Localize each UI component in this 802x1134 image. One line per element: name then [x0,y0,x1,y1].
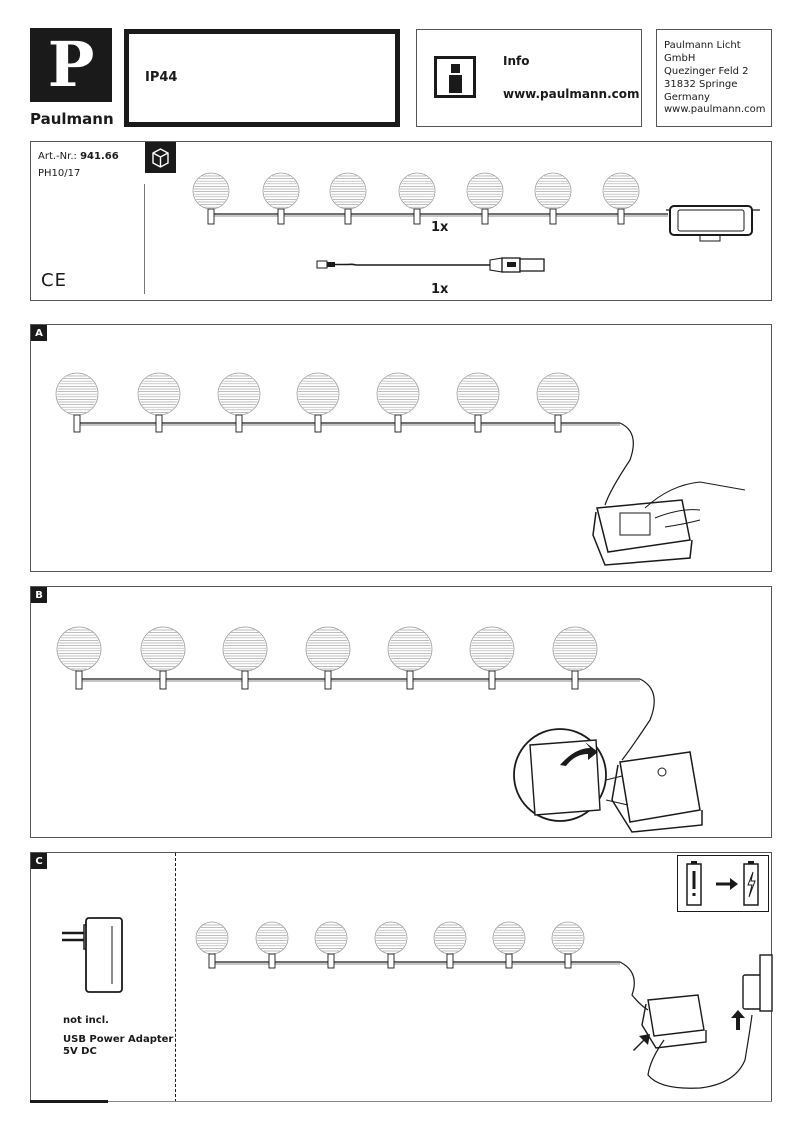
panel-divider [144,184,145,294]
finger-hand [644,481,746,528]
logo-block: P Paulmann [30,28,114,130]
globe-lamp [255,921,289,969]
globe-lamp [376,372,420,433]
battery-box-base [592,511,693,566]
info-url[interactable]: www.paulmann.com [503,87,640,101]
article-value: 941.66 [80,151,119,162]
globe-lamp [492,921,526,969]
step-c-divider [175,853,176,1102]
battery-box-base [641,1003,707,1049]
info-icon [434,56,476,98]
zoom-connector [605,775,629,806]
globe-lamp [552,626,598,690]
slide-arrow [560,742,598,766]
globe-lamp [551,921,585,969]
light-wire-curve [619,961,649,1011]
globe-lamp [536,372,580,433]
globe-lamp [314,921,348,969]
footer-rule [30,1101,772,1102]
qty-string-lights: 1x [431,220,449,235]
company-line-2: Quezinger Feld 2 [664,66,749,77]
step-a-panel [30,324,772,572]
detail-box [529,739,601,816]
usb-adapter [742,974,762,1010]
connect-arrow [633,1034,650,1051]
article-number: Art.-Nr.: 941.66 [38,150,119,163]
company-line-4: Germany [664,92,710,103]
plug-arrow [731,1010,745,1030]
globe-lamp [433,921,467,969]
qty-usb-cable: 1x [431,282,449,297]
ce-mark: CE [41,270,67,291]
step-b-badge: B [31,587,47,603]
battery-to-power-box [677,855,769,912]
switch-button [657,767,667,777]
usb-cable [647,1014,753,1089]
ip-rating: IP44 [145,70,178,85]
logo-mark: P [30,28,112,102]
adapter-label-1: USB Power Adapter [63,1034,174,1045]
company-line-3: 31832 Springe [664,79,738,90]
article-prefix: Art.-Nr.: [38,151,77,162]
company-line-1: Paulmann Licht GmbH [664,40,741,64]
globe-lamp [140,626,186,690]
globe-lamp [456,372,500,433]
battery-box [647,994,705,1037]
company-url[interactable]: www.paulmann.com [664,104,766,115]
adapter-label-2: 5V DC [63,1046,97,1057]
step-c-badge: C [31,853,47,869]
battery-box [619,751,701,823]
doc-code: PH10/17 [38,168,81,179]
globe-lamp [222,626,268,690]
box-icon [145,142,176,173]
step-a-badge: A [31,325,47,341]
globe-lamp [195,921,229,969]
light-wire-curve [621,678,655,761]
globe-lamp [374,921,408,969]
step-b-panel [30,586,772,838]
globe-lamp [56,626,102,690]
light-wire-curve [604,422,634,506]
package-contents-panel: Art.-Nr.: 941.66 PH10/17 CE 1x 1x [30,141,772,301]
globe-lamp [469,626,515,690]
wall-socket [759,954,773,1012]
info-label: Info [503,54,530,68]
globe-lamp [137,372,181,433]
footer-rule-accent [30,1100,108,1103]
switch-cover [619,512,651,536]
rating-box: IP44 [124,29,400,127]
globe-lamp [296,372,340,433]
globe-lamp [305,626,351,690]
info-box: Info www.paulmann.com [416,29,642,127]
company-address: Paulmann Licht GmbH Quezinger Feld 2 318… [664,39,771,104]
globe-lamp [217,372,261,433]
battery-box-base [611,764,703,833]
brand-name: Paulmann [30,110,114,128]
company-box: Paulmann Licht GmbH Quezinger Feld 2 318… [656,29,772,127]
globe-lamp [55,372,99,433]
globe-lamp [387,626,433,690]
not-included-note: not incl. [63,1015,109,1026]
